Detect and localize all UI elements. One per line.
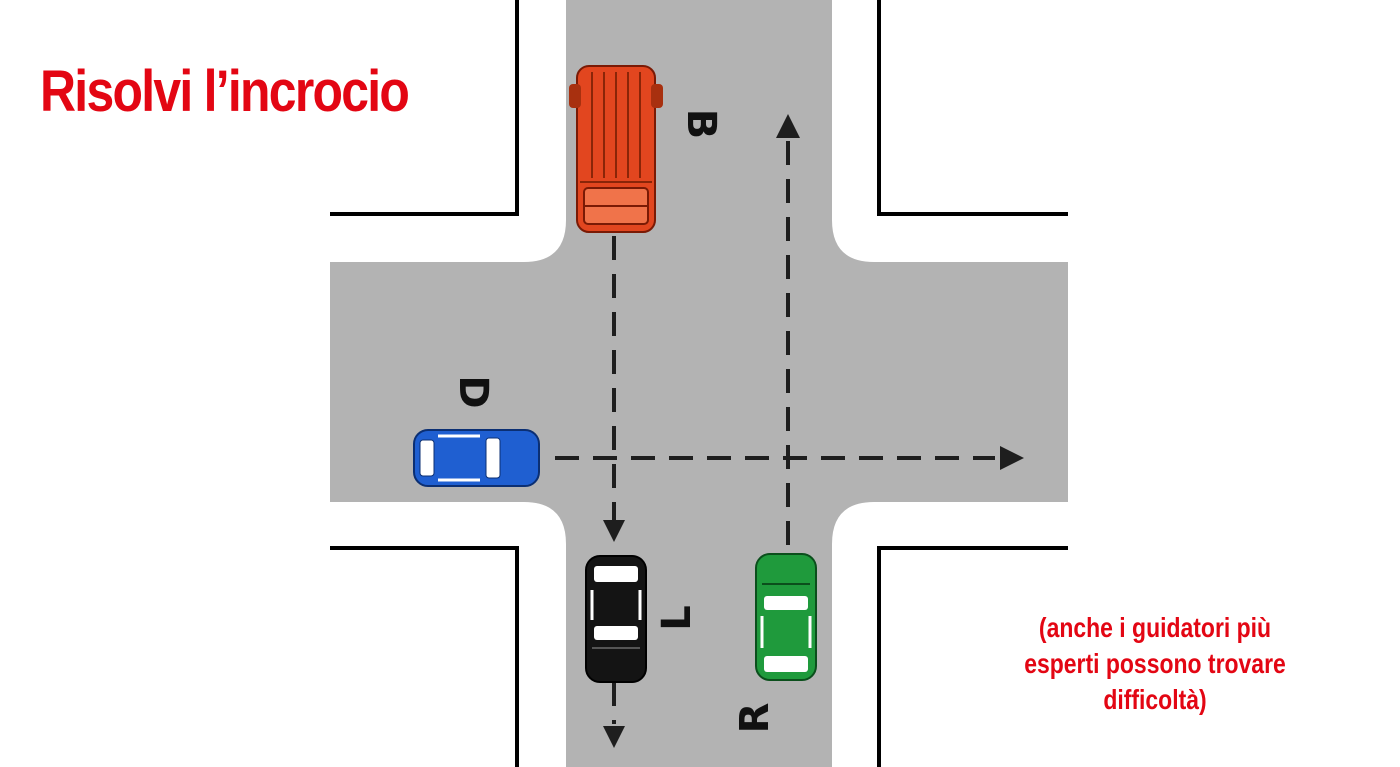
curb-lines	[330, 0, 1068, 767]
path-arrowheads	[603, 114, 1024, 748]
arrowhead-right-d	[1000, 446, 1024, 470]
note-line: (anche i guidatori più	[1038, 612, 1272, 643]
note-text: (anche i guidatori più esperti possono t…	[1020, 610, 1291, 718]
arrowhead-down-b	[603, 520, 625, 542]
vehicle-label-d: D	[450, 375, 496, 408]
vehicle-d	[413, 429, 540, 487]
vehicle-b	[569, 65, 663, 233]
vehicle-label-l: L	[654, 605, 700, 631]
vehicle-paths	[555, 140, 995, 724]
vehicle-l	[585, 555, 647, 683]
arrowhead-up-r	[776, 114, 800, 138]
vehicle-label-r: R	[732, 703, 778, 734]
note-line: esperti possono trovare	[1024, 648, 1286, 679]
page-title: Risolvi l’incrocio	[40, 59, 410, 124]
vehicle-label-b: B	[678, 109, 724, 140]
arrowhead-down-l	[603, 726, 625, 748]
vehicle-r	[755, 553, 817, 681]
road-surface	[330, 0, 1068, 767]
note-line: difficoltà)	[1103, 684, 1207, 715]
